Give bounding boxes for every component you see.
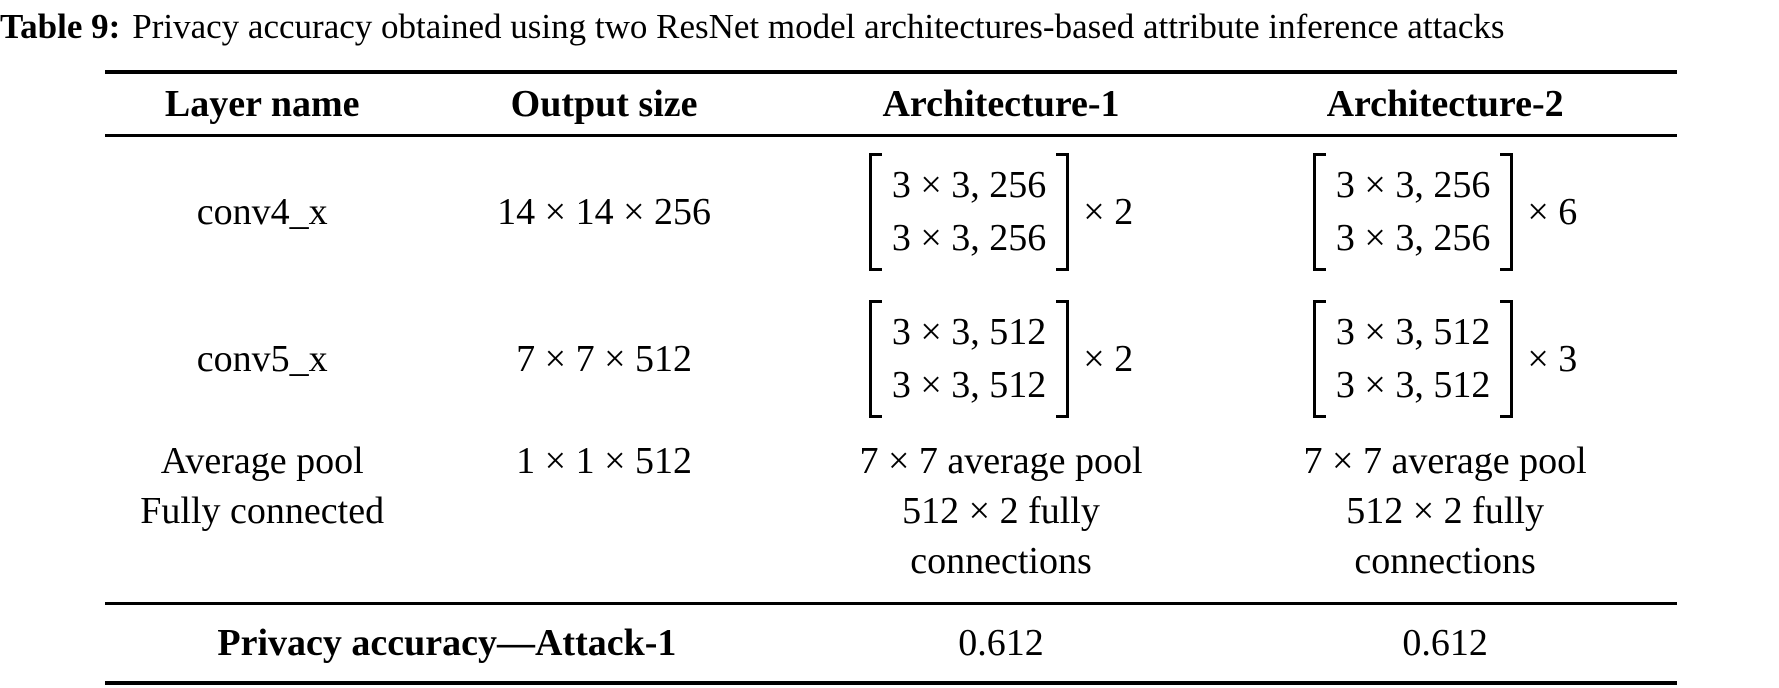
matrix-body: 3 × 3, 512 3 × 3, 512	[882, 306, 1056, 412]
matrix-body: 3 × 3, 512 3 × 3, 512	[1326, 306, 1500, 412]
conv5-arch2-matrix: 3 × 3, 512 3 × 3, 512 × 3	[1312, 300, 1578, 418]
table-row-privacy-accuracy: Privacy accuracy—Attack-1 0.612 0.612	[105, 605, 1677, 681]
column-header-output-size: Output size	[510, 83, 698, 125]
table-header-row: Layer name Output size Architecture-1 Ar…	[105, 74, 1677, 134]
cell-conv4-output: 14 × 14 × 256	[497, 190, 712, 233]
conv4-arch1-matrix: 3 × 3, 256 3 × 3, 256 × 2	[868, 152, 1134, 271]
arch1-line: 7 × 7 average pool	[859, 440, 1143, 482]
matrix-multiplier: × 6	[1527, 190, 1578, 233]
arch1-line: connections	[910, 540, 1092, 582]
matrix-line: 3 × 3, 256	[891, 216, 1047, 259]
privacy-accuracy-label: Privacy accuracy—Attack-1	[217, 622, 677, 664]
cell-conv4-arch1: 3 × 3, 256 3 × 3, 256 × 2	[789, 137, 1213, 286]
conv4-arch2-matrix: 3 × 3, 256 3 × 3, 256 × 6	[1312, 152, 1578, 271]
matrix-line: 3 × 3, 512	[891, 311, 1047, 353]
cell-conv5-arch1: 3 × 3, 512 3 × 3, 512 × 2	[789, 286, 1213, 432]
layer-line: Average pool	[160, 440, 364, 482]
column-header-architecture-1: Architecture-1	[882, 83, 1120, 125]
right-bracket	[1056, 300, 1070, 418]
cell-conv5-layer: conv5_x	[196, 338, 328, 380]
table-header-rule	[105, 134, 1677, 137]
arch2-line: connections	[1354, 540, 1536, 582]
arch2-line: 512 × 2 fully	[1346, 490, 1544, 532]
left-bracket	[868, 152, 882, 271]
cell-conv4-arch2: 3 × 3, 256 3 × 3, 256 × 6	[1213, 137, 1677, 286]
cell-conv5-arch2: 3 × 3, 512 3 × 3, 512 × 3	[1213, 286, 1677, 432]
output-line: 1 × 1 × 512	[516, 440, 693, 482]
matrix-line: 3 × 3, 256	[1335, 163, 1491, 206]
table-top-rule	[105, 70, 1677, 74]
cell-pool-arch2: 7 × 7 average pool 512 × 2 fully connect…	[1213, 432, 1677, 602]
layer-line: Fully connected	[140, 490, 385, 532]
privacy-accuracy-arch2-value: 0.612	[1402, 622, 1488, 664]
column-header-architecture-2: Architecture-2	[1326, 83, 1564, 125]
table-caption: Table 9: Privacy accuracy obtained using …	[0, 4, 1779, 50]
matrix-body: 3 × 3, 256 3 × 3, 256	[882, 159, 1056, 265]
table-row-conv5: conv5_x 7 × 7 × 512 3 × 3, 512 3 × 3, 51…	[105, 286, 1677, 432]
right-bracket	[1500, 300, 1514, 418]
table-caption-label: Table 9:	[0, 7, 121, 46]
matrix-body: 3 × 3, 256 3 × 3, 256	[1326, 159, 1500, 265]
left-bracket	[1312, 300, 1326, 418]
cell-pool-output: 1 × 1 × 512	[419, 432, 788, 602]
table-row-conv4: conv4_x 14 × 14 × 256 3 × 3, 256 3 × 3, …	[105, 137, 1677, 286]
column-header-layer-name: Layer name	[164, 83, 360, 125]
table-row-pool-fc: Average pool Fully connected 1 × 1 × 512…	[105, 432, 1677, 602]
cell-pool-layer: Average pool Fully connected	[105, 432, 419, 602]
cell-pool-arch1: 7 × 7 average pool 512 × 2 fully connect…	[789, 432, 1213, 602]
matrix-multiplier: × 3	[1527, 338, 1578, 380]
table-footer-rule	[105, 602, 1677, 605]
right-bracket	[1056, 152, 1070, 271]
table-caption-text: Privacy accuracy obtained using two ResN…	[132, 7, 1505, 46]
cell-conv5-output: 7 × 7 × 512	[516, 338, 693, 380]
right-bracket	[1500, 152, 1514, 271]
matrix-line: 3 × 3, 256	[1335, 216, 1491, 259]
conv5-arch1-matrix: 3 × 3, 512 3 × 3, 512 × 2	[868, 300, 1134, 418]
matrix-line: 3 × 3, 256	[891, 163, 1047, 206]
resnet-architecture-table: Layer name Output size Architecture-1 Ar…	[105, 70, 1677, 685]
table-bottom-rule	[105, 681, 1677, 685]
left-bracket	[868, 300, 882, 418]
arch1-line: 512 × 2 fully	[902, 490, 1100, 532]
matrix-line: 3 × 3, 512	[1335, 311, 1491, 353]
cell-conv4-layer: conv4_x	[196, 190, 328, 233]
arch2-line: 7 × 7 average pool	[1303, 440, 1587, 482]
matrix-line: 3 × 3, 512	[1335, 364, 1491, 406]
left-bracket	[1312, 152, 1326, 271]
matrix-line: 3 × 3, 512	[891, 364, 1047, 406]
matrix-multiplier: × 2	[1083, 338, 1134, 380]
privacy-accuracy-arch1-value: 0.612	[958, 622, 1044, 664]
matrix-multiplier: × 2	[1083, 190, 1134, 233]
